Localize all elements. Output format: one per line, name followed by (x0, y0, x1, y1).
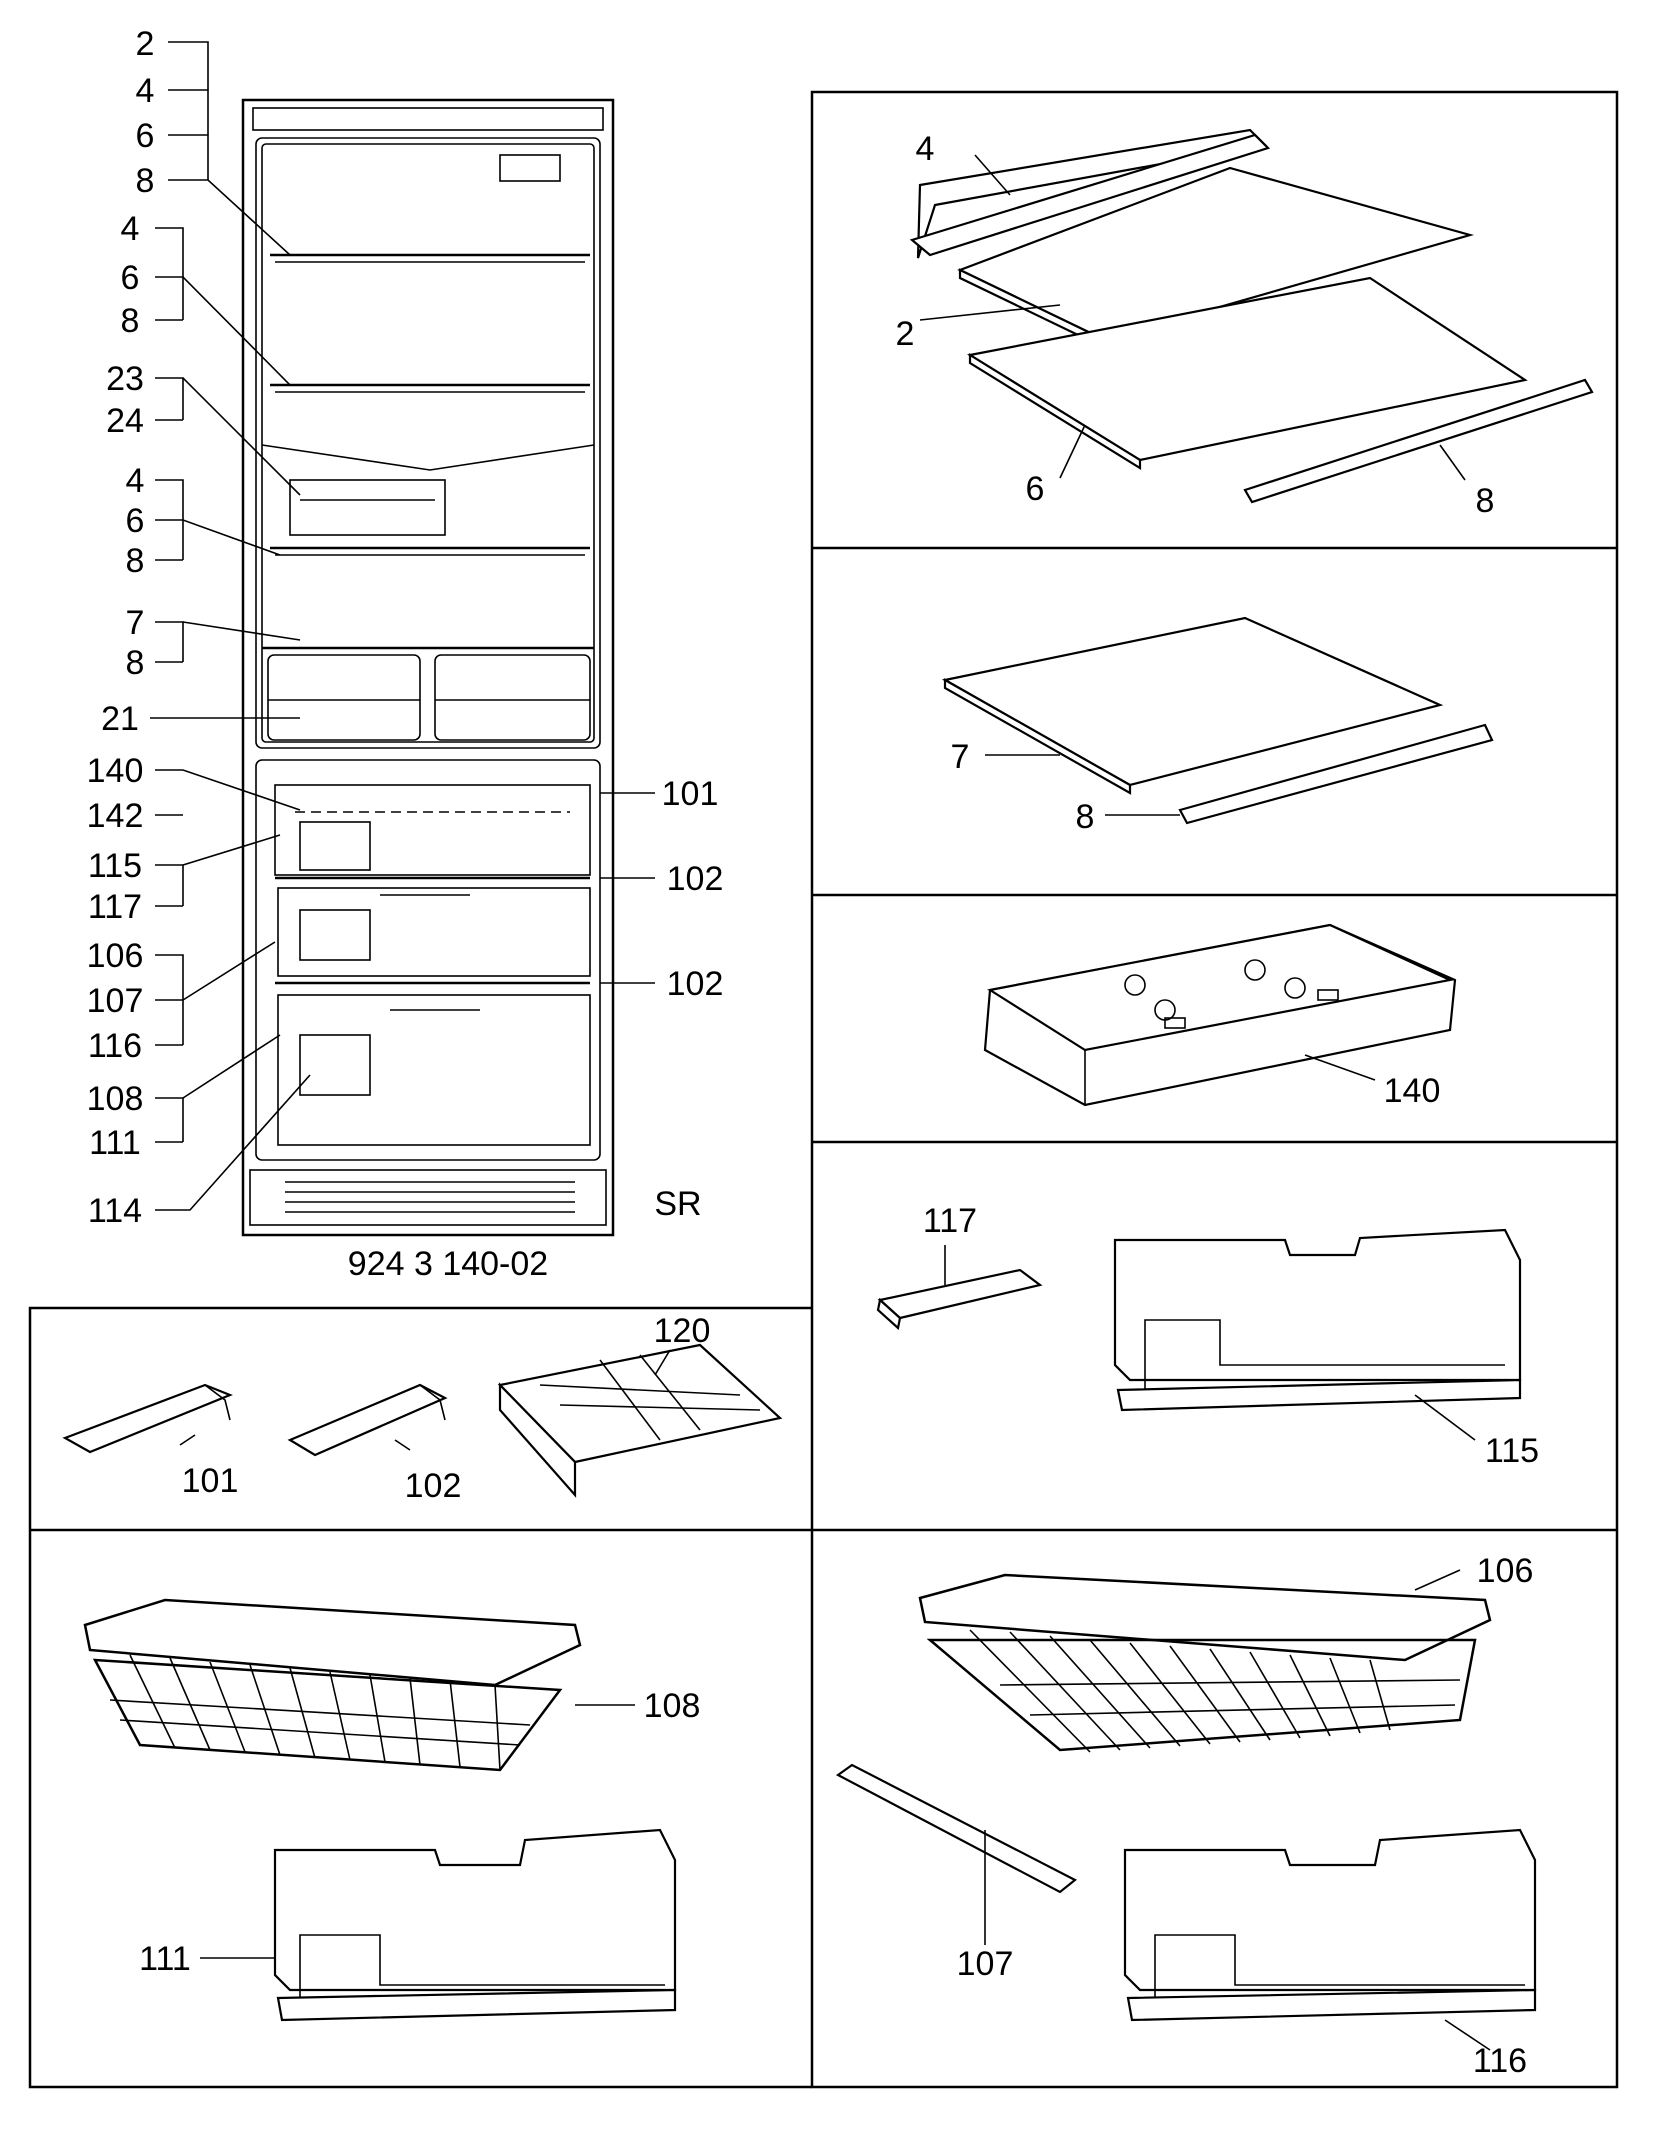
label-6-top: 6 (136, 117, 155, 155)
label-140-pack: 140 (1384, 1072, 1441, 1110)
panel-basket-right: 106 107 116 (835, 1552, 1537, 2080)
label-4-shelf3: 4 (126, 462, 145, 500)
panel-glass-shelf: 4 2 6 8 (896, 128, 1594, 520)
panel-crisper-cover: 7 8 (941, 616, 1494, 836)
label-7-cover: 7 (951, 738, 970, 776)
panel-ice-pack: 140 (983, 923, 1457, 1110)
label-120-tray: 120 (654, 1312, 711, 1350)
label-114: 114 (88, 1192, 142, 1230)
label-115: 115 (88, 847, 142, 885)
label-142: 142 (87, 797, 144, 835)
label-8-shelf3: 8 (126, 542, 145, 580)
panel-freezer-flap: 117 115 (876, 1202, 1539, 1470)
label-23: 23 (106, 360, 144, 398)
label-117-clip: 117 (923, 1202, 977, 1240)
label-108: 108 (87, 1080, 144, 1118)
drawing-number: 924 3 140-02 (348, 1245, 548, 1283)
model-code: SR (654, 1185, 701, 1223)
label-8-crisper: 8 (126, 644, 145, 682)
label-8-shelf2: 8 (121, 302, 140, 340)
panel-frames (28, 90, 1619, 2089)
label-7: 7 (126, 604, 145, 642)
label-2-top: 2 (136, 25, 155, 63)
label-111-flap: 111 (139, 1940, 191, 1978)
label-116-flap: 116 (1473, 2042, 1527, 2080)
panel-basket-left: 108 111 (83, 1598, 701, 2022)
label-107-divider: 107 (957, 1945, 1014, 1983)
label-102-rail-low: 102 (667, 965, 724, 1003)
label-102-rail-mid: 102 (667, 860, 724, 898)
label-4-shelf2: 4 (121, 210, 140, 248)
panel-rails-tray: 101 102 120 (62, 1312, 783, 1505)
fridge-overview (241, 98, 615, 1237)
label-117: 117 (88, 888, 142, 926)
label-106: 106 (87, 937, 144, 975)
label-106-basket: 106 (1477, 1552, 1534, 1590)
label-2-shelf: 2 (896, 315, 915, 353)
label-8-shelf: 8 (1476, 482, 1495, 520)
label-101-part: 101 (182, 1462, 239, 1500)
overview-leaders (150, 41, 655, 1211)
label-108-basket: 108 (644, 1687, 701, 1725)
overview-labels: 2 4 6 8 4 6 8 23 24 4 6 8 7 8 21 140 142… (87, 25, 724, 1283)
label-107: 107 (87, 982, 144, 1020)
label-24: 24 (106, 402, 144, 440)
label-140: 140 (87, 752, 144, 790)
label-101-rail: 101 (662, 775, 719, 813)
label-4-shelf: 4 (916, 130, 935, 168)
label-116: 116 (88, 1027, 142, 1065)
label-8-cover: 8 (1076, 798, 1095, 836)
label-8-top: 8 (136, 162, 155, 200)
label-102-part: 102 (405, 1467, 462, 1505)
label-6-shelf: 6 (1026, 470, 1045, 508)
label-21: 21 (101, 700, 139, 738)
label-6-shelf3: 6 (126, 502, 145, 540)
label-115-flap: 115 (1485, 1432, 1539, 1470)
label-111: 111 (89, 1124, 141, 1162)
label-4-top: 4 (136, 72, 155, 110)
label-6-shelf2: 6 (121, 259, 140, 297)
